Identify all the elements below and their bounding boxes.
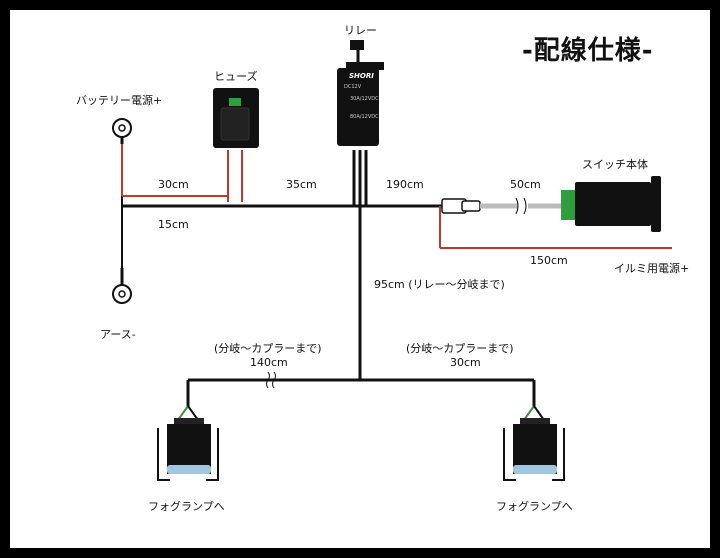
diagram-canvas: SHORI DC12V 30A/12VDC 80A/12VDC -配線仕様- リ… — [10, 10, 710, 548]
fog-connector-left — [157, 405, 219, 481]
fog-right-label: フォグランプへ — [496, 500, 573, 513]
relay-spec-3: 80A/12VDC — [350, 114, 379, 120]
break-mark-left — [266, 371, 276, 389]
switch-body — [561, 176, 661, 232]
main-wire — [122, 150, 536, 408]
ground-ring-terminal — [112, 268, 132, 304]
length-95cm: 95cm (リレー〜分岐まで) — [374, 278, 505, 291]
length-30cm: 30cm — [158, 178, 189, 191]
branch-left-length: 140cm — [250, 356, 288, 369]
relay — [337, 40, 384, 146]
illumination-wire — [439, 206, 672, 249]
switch-connector — [441, 197, 562, 215]
length-150cm: 150cm — [530, 254, 568, 267]
relay-label: リレー — [344, 24, 377, 37]
relay-spec-2: 30A/12VDC — [350, 96, 379, 102]
fog-lamp-left — [157, 405, 219, 481]
red-wire-fuse — [121, 142, 243, 203]
branch-right-note: (分岐〜カプラーまで) — [406, 342, 514, 355]
fuse-holder — [213, 88, 259, 148]
length-15cm: 15cm — [158, 218, 189, 231]
illumination-label: イルミ用電源+ — [614, 262, 690, 275]
battery-label: バッテリー電源+ — [76, 94, 163, 107]
fog-lamp-right — [503, 405, 565, 481]
switch-label: スイッチ本体 — [582, 158, 648, 171]
ground-label: アース- — [100, 328, 136, 341]
length-50cm: 50cm — [510, 178, 541, 191]
relay-spec-1: DC12V — [344, 84, 362, 90]
page-title: -配線仕様- — [522, 36, 654, 66]
fog-connector-right — [503, 405, 565, 481]
relay-brand: SHORI — [349, 72, 374, 80]
fuse-label: ヒューズ — [214, 70, 258, 83]
length-35cm: 35cm — [286, 178, 317, 191]
branch-left-note: (分岐〜カプラーまで) — [214, 342, 322, 355]
length-190cm: 190cm — [386, 178, 424, 191]
fog-left-label: フォグランプへ — [148, 500, 225, 513]
branch-right-length: 30cm — [450, 356, 481, 369]
battery-ring-terminal — [112, 118, 132, 144]
wiring-diagram — [112, 40, 672, 408]
